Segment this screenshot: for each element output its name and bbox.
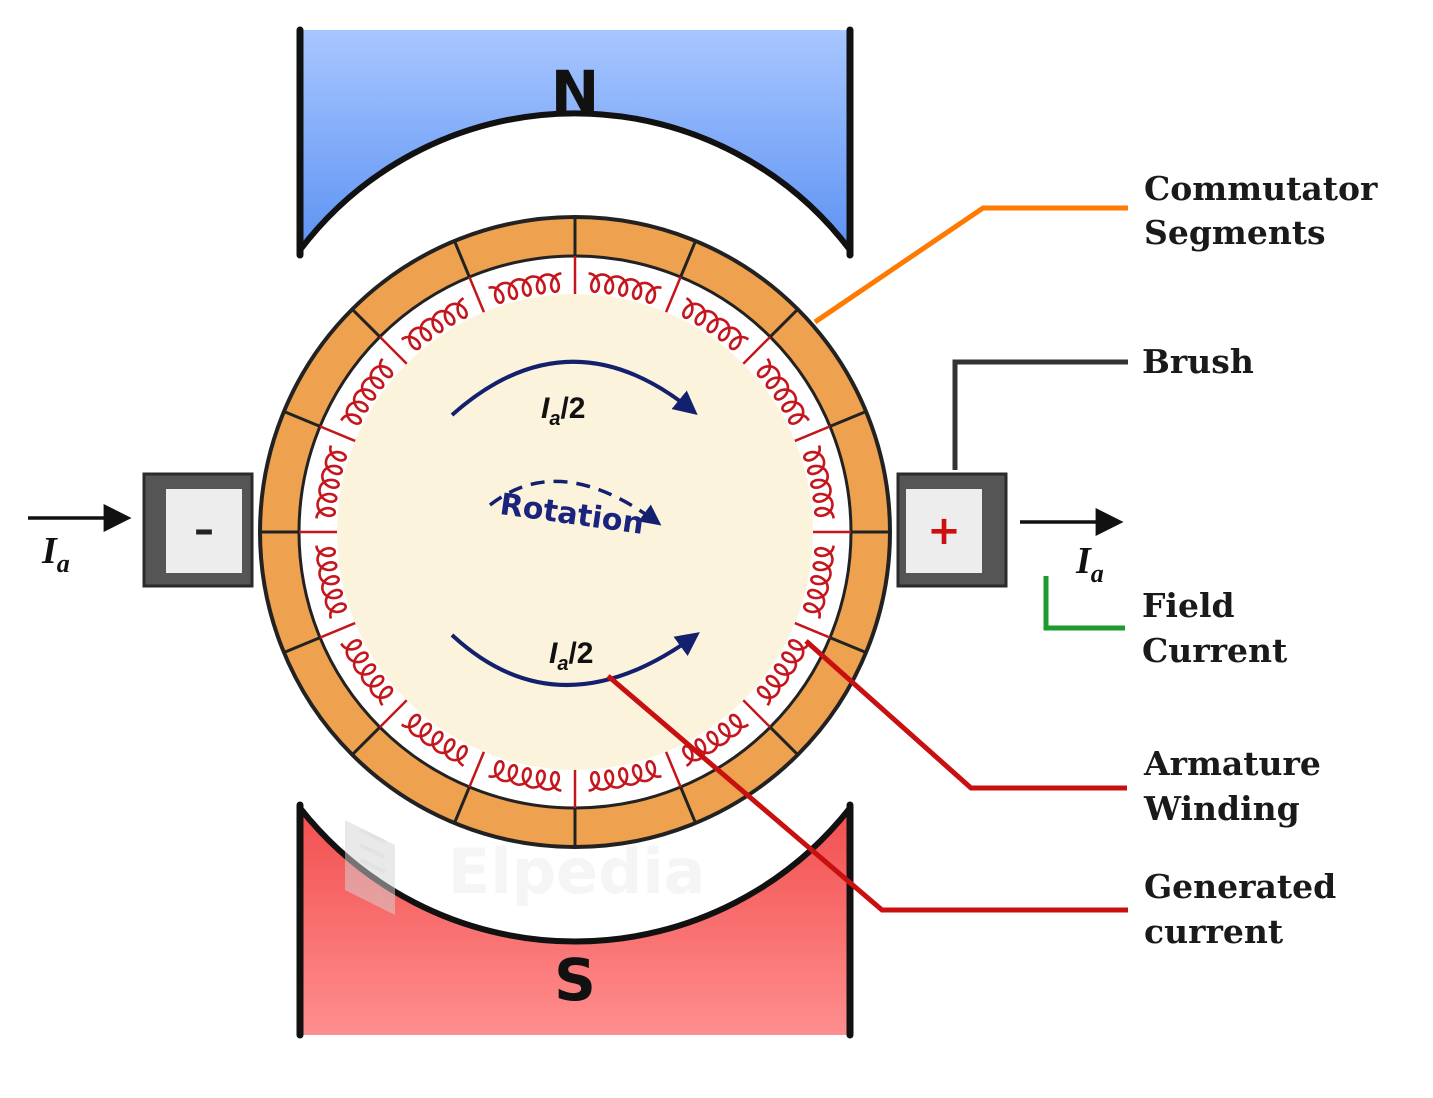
coil-connector [742,699,772,729]
commutator-segment-divider [679,786,697,824]
commutator-segment-divider [283,636,321,654]
upper-half-rest: /2 [560,392,585,425]
upper-half-subscript: a [549,408,560,430]
armature-coil [340,357,394,426]
commutator-segment-divider [769,308,799,338]
callout-brush: Brush [952,342,1254,470]
brush-positive: + [896,472,1008,588]
input-current-symbol: I [41,530,58,572]
input-current: Ia [28,504,132,578]
commutator-segment-divider [769,726,799,756]
commutator-segment-divider [351,726,381,756]
output-current-subscript: a [1091,559,1104,588]
north-pole-label: N [551,58,600,126]
callout-commutator-line1: Commutator [1144,169,1378,208]
upper-half-symbol: I [541,392,550,425]
input-current-subscript: a [57,549,70,578]
armature-winding [299,256,851,808]
upper-half-current: Ia/2 [450,359,698,430]
armature-coil [588,272,662,305]
coil-connector [319,425,356,443]
callout-commutator-line2: Segments [1144,213,1326,252]
callout-armature-line2: Winding [1143,789,1300,828]
armature-coil [340,638,394,707]
commutator-segment-divider [453,240,471,278]
armature-coil [756,357,810,426]
coil-connector [378,335,408,365]
coil-connector [664,276,682,313]
armature-coil [588,759,662,792]
coil-connector [319,621,356,639]
commutator-segment-divider [829,410,867,428]
commutator-segment-divider [829,636,867,654]
armature-coil [756,638,810,707]
armature-coil [400,297,469,351]
brush-negative: – [142,472,254,588]
lower-half-symbol: I [549,637,558,670]
coil-connector [742,335,772,365]
armature-coil [400,713,469,767]
coil-connector [664,751,682,788]
coil-connector [468,751,486,788]
north-pole: N [296,26,854,259]
lower-half-subscript: a [557,653,568,675]
coil-connector [794,621,831,639]
coil-connector [794,425,831,443]
commutator-segment-divider [283,410,321,428]
armature-coil [681,713,750,767]
output-current: Ia [1020,508,1124,588]
armature-coil [681,297,750,351]
callout-generated-line2: current [1144,912,1284,951]
callout-generated-current: Generated current [606,674,1336,951]
commutator-segment-divider [679,240,697,278]
commutator-segment-divider [351,308,381,338]
lower-half-rest: /2 [568,637,593,670]
callout-armature-line1: Armature [1143,744,1321,783]
coil-connector [468,276,486,313]
armature-coil [802,545,835,619]
commutator-segment-dividers [260,217,890,847]
callout-generated-line1: Generated [1144,867,1336,906]
armature-coil [315,445,348,519]
brush-positive-sign: + [927,508,961,554]
svg-text:Ia: Ia [41,530,70,578]
svg-text:Ia/2: Ia/2 [541,392,586,430]
callout-field-current: Field Current [1043,576,1288,670]
callout-brush-line1: Brush [1142,342,1254,381]
svg-text:Ia/2: Ia/2 [549,637,594,675]
armature-coil [488,759,562,792]
commutator-segment-divider [453,786,471,824]
callout-field-line1: Field [1142,586,1235,625]
output-current-symbol: I [1075,540,1092,582]
callout-armature-winding: Armature Winding [804,639,1321,828]
callout-commutator-segments: Commutator Segments [813,169,1378,325]
armature-coil [488,272,562,305]
south-pole: S [296,801,854,1039]
lower-half-current: Ia/2 [450,632,700,687]
svg-text:Ia: Ia [1075,540,1104,588]
armature-coil [802,445,835,519]
coil-connector [378,699,408,729]
brush-negative-sign: – [194,507,214,553]
callout-field-line2: Current [1142,631,1288,670]
south-pole-label: S [554,946,596,1014]
watermark-logo: Elpedia [345,820,706,915]
armature-coil [315,545,348,619]
